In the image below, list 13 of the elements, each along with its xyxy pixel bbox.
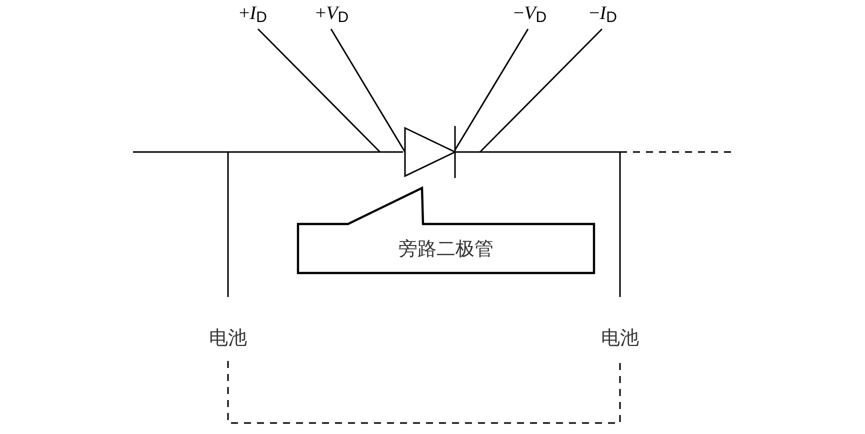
battery-label: 电池 [596,325,644,353]
battery-label: 电池 [204,325,252,353]
diode-symbol [403,126,459,178]
leader-line [454,28,529,150]
terminal-label: +I$_{D}$ [228,3,278,29]
leader-line [330,28,406,152]
terminal-label: −V$_{D}$ [502,3,558,29]
leader-line [479,28,603,153]
callout-text: 旁路二极管 [398,237,494,262]
terminal-label: −I$_{D}$ [578,3,628,29]
callout-box [296,186,596,275]
leader-line [257,28,381,153]
terminal-label: +V$_{D}$ [306,3,358,29]
